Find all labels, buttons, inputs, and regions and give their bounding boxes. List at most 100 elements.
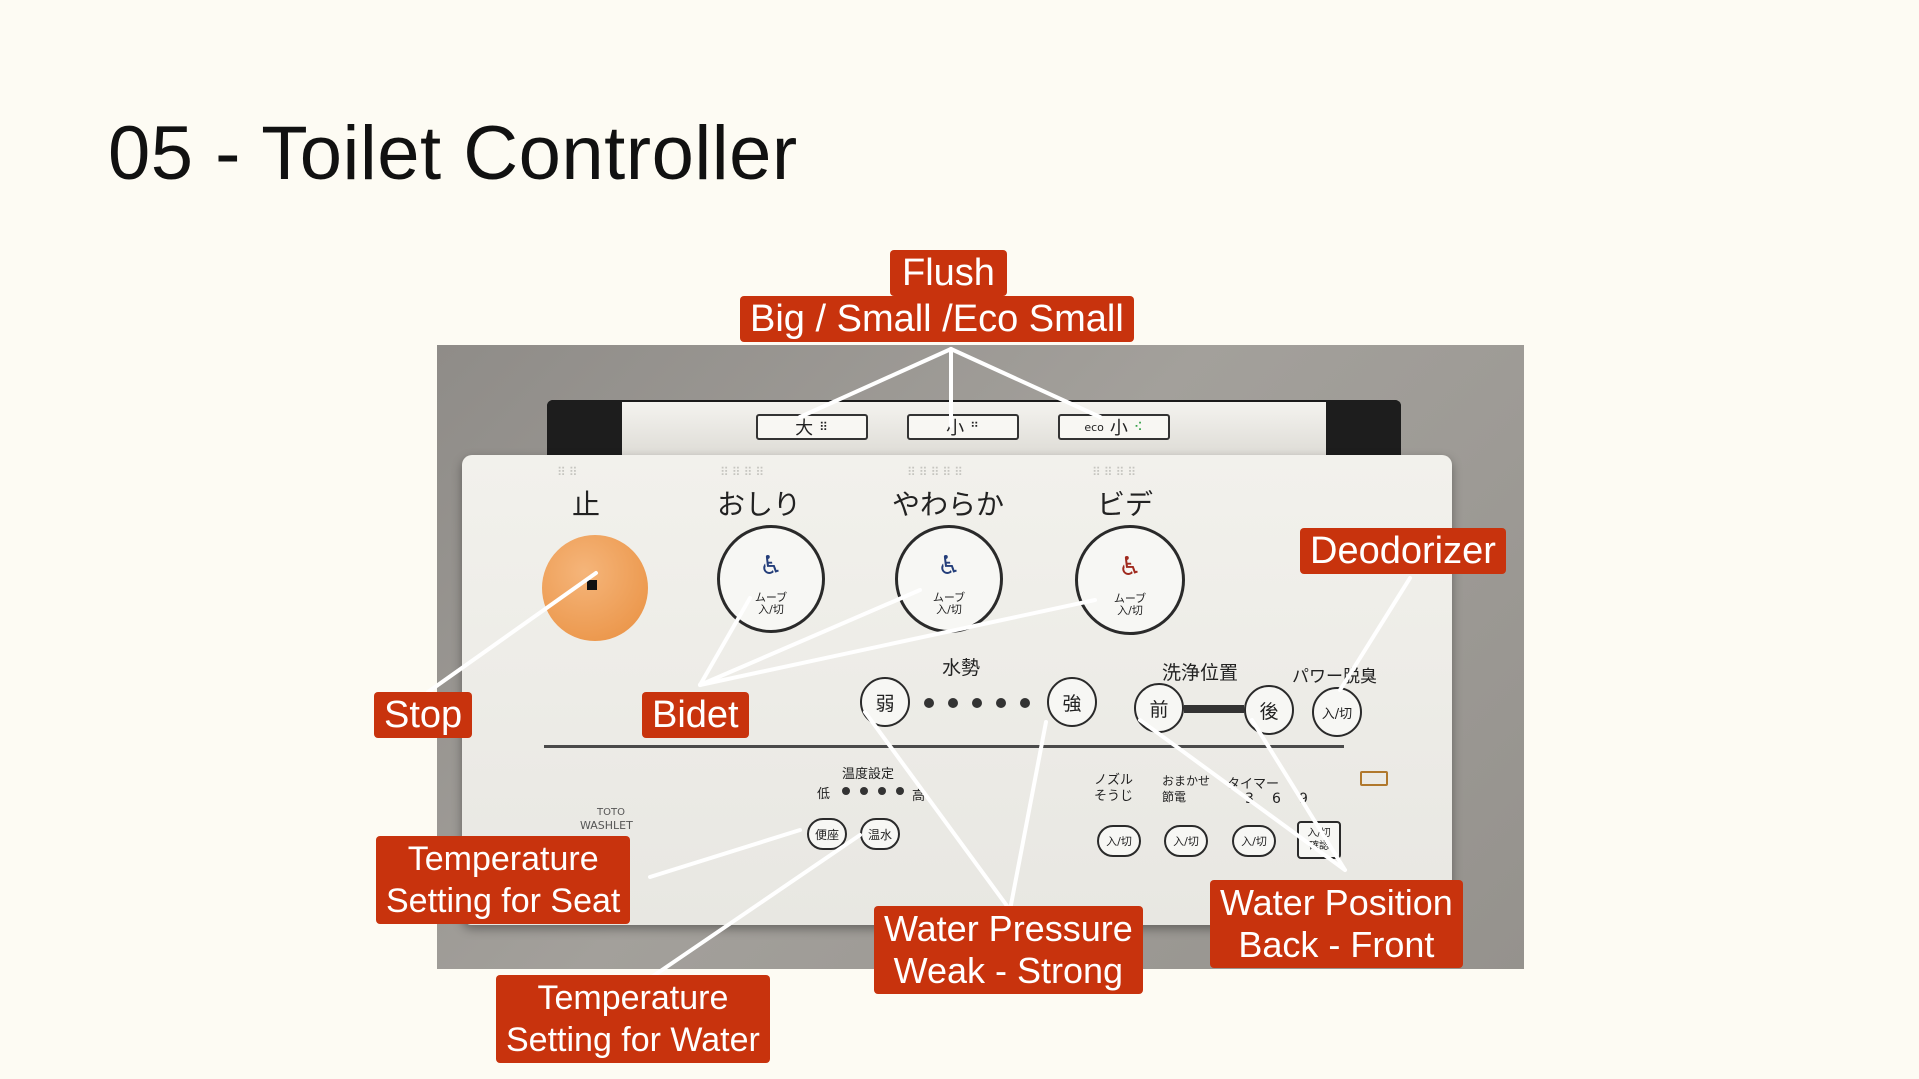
slide-title: 05 - Toilet Controller xyxy=(108,110,798,197)
braille-icon: ⠿⠿⠿⠿ xyxy=(720,465,767,479)
panel-divider xyxy=(544,745,1344,748)
onoff-label: 入/切 xyxy=(1322,703,1352,722)
bar-cap-left xyxy=(547,400,622,460)
level-dot xyxy=(924,698,934,708)
temp-low-label: 低 xyxy=(817,783,830,802)
soft-button[interactable]: ♿ ムーブ 入/切 xyxy=(895,525,1003,633)
oshiri-label: おしり xyxy=(717,483,801,523)
confirm-button[interactable]: 入/切 確認 xyxy=(1297,821,1341,859)
callout-line: Bidet xyxy=(652,694,739,736)
flush-bar: 大 ⠿ 小 ⠛ eco 小 ⠪ xyxy=(547,400,1401,460)
back-button[interactable]: 後 xyxy=(1244,685,1294,735)
callout-line: Flush xyxy=(902,252,995,294)
callout-line: Stop xyxy=(384,694,462,736)
move-onoff-label: ムーブ 入/切 xyxy=(1078,593,1182,617)
brand-washlet: WASHLET xyxy=(580,819,633,832)
seated-person-icon: ♿ xyxy=(1118,551,1141,582)
weak-label: 弱 xyxy=(875,689,894,716)
timer-label: タイマー xyxy=(1227,773,1279,792)
seat-temp-button[interactable]: 便座 xyxy=(807,818,847,850)
flush-eco-small-button[interactable]: eco 小 ⠪ xyxy=(1058,414,1170,440)
callout-line: Temperature xyxy=(506,977,760,1019)
flush-small-button[interactable]: 小 ⠛ xyxy=(907,414,1019,440)
flush-big-label: 大 xyxy=(795,414,813,440)
flush-eco-label: 小 xyxy=(1110,414,1128,440)
callout-water-position: Water Position Back - Front xyxy=(1210,880,1463,968)
callout-temp-seat: Temperature Setting for Seat xyxy=(376,836,630,924)
level-dot xyxy=(972,698,982,708)
position-title: 洗浄位置 xyxy=(1162,658,1238,685)
soft-label: やわらか xyxy=(892,483,1004,523)
callout-water-pressure: Water Pressure Weak - Strong xyxy=(874,906,1143,994)
level-dot xyxy=(948,698,958,708)
callout-flush-detail: Big / Small /Eco Small xyxy=(740,296,1134,342)
deodorizer-button[interactable]: 入/切 xyxy=(1312,687,1362,737)
temp-dot xyxy=(896,787,904,795)
temp-title: 温度設定 xyxy=(842,763,894,782)
braille-dots-icon: ⠛ xyxy=(970,420,980,434)
weak-button[interactable]: 弱 xyxy=(860,677,910,727)
onoff-label: 入/切 xyxy=(1173,833,1199,849)
callout-line: Weak - Strong xyxy=(884,950,1133,992)
front-label: 前 xyxy=(1149,695,1168,722)
move-onoff-label: ムーブ 入/切 xyxy=(898,592,1000,616)
braille-icon: ⠿⠿⠿⠿ xyxy=(1092,465,1139,479)
callout-flush-title: Flush xyxy=(890,250,1007,296)
strong-label: 強 xyxy=(1062,689,1081,716)
move-onoff-label: ムーブ 入/切 xyxy=(720,592,822,616)
nozzle-label: ノズル そうじ xyxy=(1094,773,1133,805)
temp-dot xyxy=(842,787,850,795)
stop-button[interactable] xyxy=(542,535,648,641)
confirm-label: 入/切 確認 xyxy=(1307,827,1330,853)
deodorizer-title: パワー脱臭 xyxy=(1292,662,1377,687)
temp-high-label: 高 xyxy=(912,785,925,804)
power-save-label: おまかせ 節電 xyxy=(1162,773,1210,805)
seat-label: 便座 xyxy=(815,826,839,843)
bidet-button[interactable]: ♿ ムーブ 入/切 xyxy=(1075,525,1185,635)
eco-label: eco xyxy=(1084,421,1104,434)
battery-icon xyxy=(1360,771,1388,786)
stop-label: 止 xyxy=(572,483,600,523)
eco-dots-icon: ⠪ xyxy=(1134,420,1144,434)
timer-3: 3 xyxy=(1245,791,1254,807)
water-label: 温水 xyxy=(868,826,892,843)
water-pressure-title: 水勢 xyxy=(942,653,980,680)
flush-big-button[interactable]: 大 ⠿ xyxy=(756,414,868,440)
callout-bidet: Bidet xyxy=(642,692,749,738)
callout-line: Setting for Seat xyxy=(386,880,620,922)
onoff-label: 入/切 xyxy=(1241,833,1267,849)
callout-line: Deodorizer xyxy=(1310,530,1496,572)
callout-line: Temperature xyxy=(386,838,620,880)
timer-button[interactable]: 入/切 xyxy=(1232,825,1276,857)
callout-temp-water: Temperature Setting for Water xyxy=(496,975,770,1063)
callout-line: Back - Front xyxy=(1220,924,1453,966)
seated-person-icon: ♿ xyxy=(759,550,782,581)
bar-cap-right xyxy=(1326,400,1401,460)
oshiri-button[interactable]: ♿ ムーブ 入/切 xyxy=(717,525,825,633)
callout-line: Water Position xyxy=(1220,882,1453,924)
callout-line: Water Pressure xyxy=(884,908,1133,950)
callout-stop: Stop xyxy=(374,692,472,738)
callout-line: Setting for Water xyxy=(506,1019,760,1061)
back-label: 後 xyxy=(1259,697,1278,724)
front-button[interactable]: 前 xyxy=(1134,683,1184,733)
braille-icon: ⠿⠿⠿⠿⠿ xyxy=(907,465,966,479)
nozzle-clean-button[interactable]: 入/切 xyxy=(1097,825,1141,857)
timer-9: 9 xyxy=(1299,791,1308,807)
timer-6: 6 xyxy=(1272,791,1281,807)
braille-dots-icon: ⠿ xyxy=(819,420,829,434)
power-save-button[interactable]: 入/切 xyxy=(1164,825,1208,857)
level-dot xyxy=(996,698,1006,708)
callout-deodorizer: Deodorizer xyxy=(1300,528,1506,574)
position-bar xyxy=(1184,705,1244,713)
temp-dot xyxy=(860,787,868,795)
brand-toto: TOTO xyxy=(597,807,625,818)
strong-button[interactable]: 強 xyxy=(1047,677,1097,727)
stop-square-icon xyxy=(587,580,597,590)
bidet-label: ビデ xyxy=(1097,483,1153,523)
braille-icon: ⠿⠿ xyxy=(557,465,581,479)
temp-dot xyxy=(878,787,886,795)
level-dot xyxy=(1020,698,1030,708)
callout-line: Big / Small /Eco Small xyxy=(750,298,1124,340)
water-temp-button[interactable]: 温水 xyxy=(860,818,900,850)
